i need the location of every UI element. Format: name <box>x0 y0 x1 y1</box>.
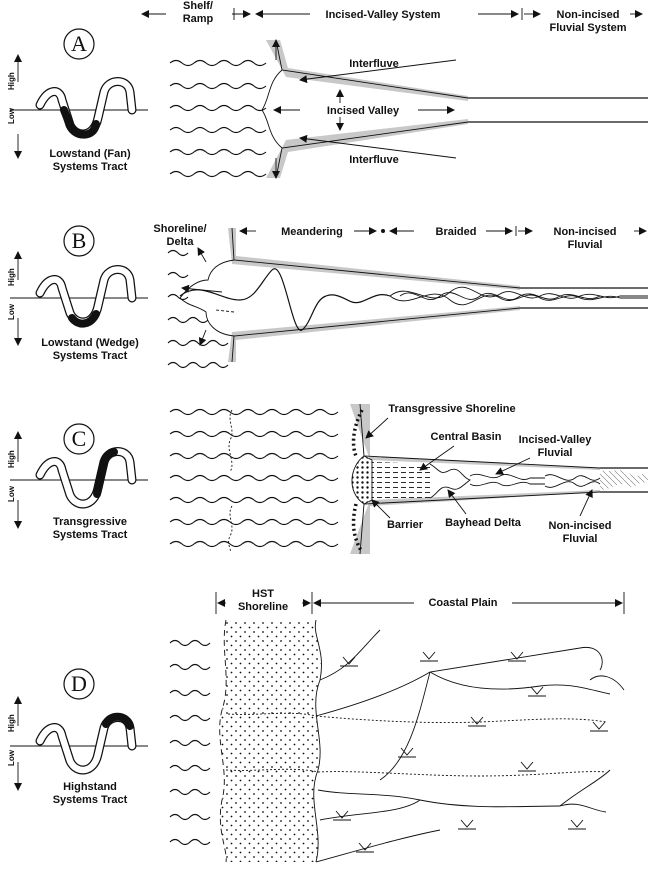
incised-valley-fluvial-label: Fluvial <box>538 447 573 459</box>
sea-waves <box>169 408 339 548</box>
non-incised-label: Fluvial System <box>549 22 626 34</box>
panel-c-map: Transgressive Shoreline Central Basin In… <box>169 403 648 555</box>
shoreline-delta-label: Shoreline/ <box>153 223 206 235</box>
sea-waves <box>167 249 229 369</box>
sea-level-curve-d: D High Low Highstand Systems Tract <box>7 668 148 806</box>
non-incised-label: Fluvial <box>568 239 603 251</box>
barrier-label: Barrier <box>387 519 424 531</box>
non-incised-label: Non-incised <box>554 226 617 238</box>
shoreline-delta-label: Delta <box>167 236 195 248</box>
hst-shoreline-label: HST <box>252 588 274 600</box>
braided-label: Braided <box>436 226 477 238</box>
non-incised-label: Non-incised <box>549 520 612 532</box>
transgressive-shoreline-label: Transgressive Shoreline <box>388 403 515 415</box>
incised-valley-fluvial-label: Incised-Valley <box>519 434 593 446</box>
sea-waves <box>169 639 211 846</box>
shelf-ramp-label: Shelf/ <box>183 0 213 12</box>
tract-label: Lowstand (Wedge) <box>41 337 139 349</box>
bayhead-delta-label: Bayhead Delta <box>445 517 522 529</box>
axis-low-label: Low <box>7 485 16 502</box>
sea-level-curve-b: B High Low Lowstand (Wedge) Systems Trac… <box>7 225 148 362</box>
non-incised-label: Fluvial <box>563 533 598 545</box>
tract-label: Lowstand (Fan) <box>49 148 131 160</box>
sea-level-curve-c: C High Low Transgressive Systems Tract <box>7 423 148 541</box>
meandering-label: Meandering <box>281 226 343 238</box>
panel-letter-circle <box>63 668 95 700</box>
sea-level-curve-a: A High Low Lowstand (Fan) Systems Tract <box>7 28 148 173</box>
sea-waves <box>169 59 267 178</box>
tract-label: Systems Tract <box>53 794 128 806</box>
axis-low-label: Low <box>7 303 16 320</box>
interfluve-label: Interfluve <box>349 154 399 166</box>
marsh-symbols <box>333 651 608 853</box>
panel-letter-circle <box>63 28 95 60</box>
interfluve-label: Interfluve <box>349 58 399 70</box>
panel-letter: A <box>71 31 87 56</box>
panel-letter: C <box>72 426 87 451</box>
tract-label: Transgressive <box>53 516 127 528</box>
panel-b-map: Shoreline/ Delta Meandering Braided Non-… <box>153 223 648 369</box>
panel-letter-circle <box>63 423 95 455</box>
shelf-ramp-label: Ramp <box>183 13 214 25</box>
axis-high-label: High <box>7 714 16 732</box>
panel-letter: D <box>71 671 87 696</box>
incised-valley-label: Incised Valley <box>327 105 400 117</box>
panel-letter-circle <box>63 225 95 257</box>
axis-low-label: Low <box>7 749 16 766</box>
tract-label: Systems Tract <box>53 529 128 541</box>
coastal-plain-label: Coastal Plain <box>428 597 497 609</box>
panel-letter: B <box>72 228 87 253</box>
hst-shoreline-label: Shoreline <box>238 601 288 613</box>
non-incised-label: Non-incised <box>557 9 620 21</box>
incised-valley-system-label: Incised-Valley System <box>326 9 441 21</box>
tract-label: Highstand <box>63 781 117 793</box>
tract-label: Systems Tract <box>53 161 128 173</box>
axis-high-label: High <box>7 450 16 468</box>
axis-high-label: High <box>7 268 16 286</box>
central-basin-label: Central Basin <box>431 431 502 443</box>
axis-high-label: High <box>7 72 16 90</box>
braided-channel <box>389 286 648 306</box>
axis-low-label: Low <box>7 107 16 124</box>
panel-d-map: HST Shoreline Coastal Plain <box>169 588 625 863</box>
tract-label: Systems Tract <box>53 350 128 362</box>
panel-a-map: Shelf/ Ramp Incised-Valley System Non-in… <box>141 0 648 179</box>
